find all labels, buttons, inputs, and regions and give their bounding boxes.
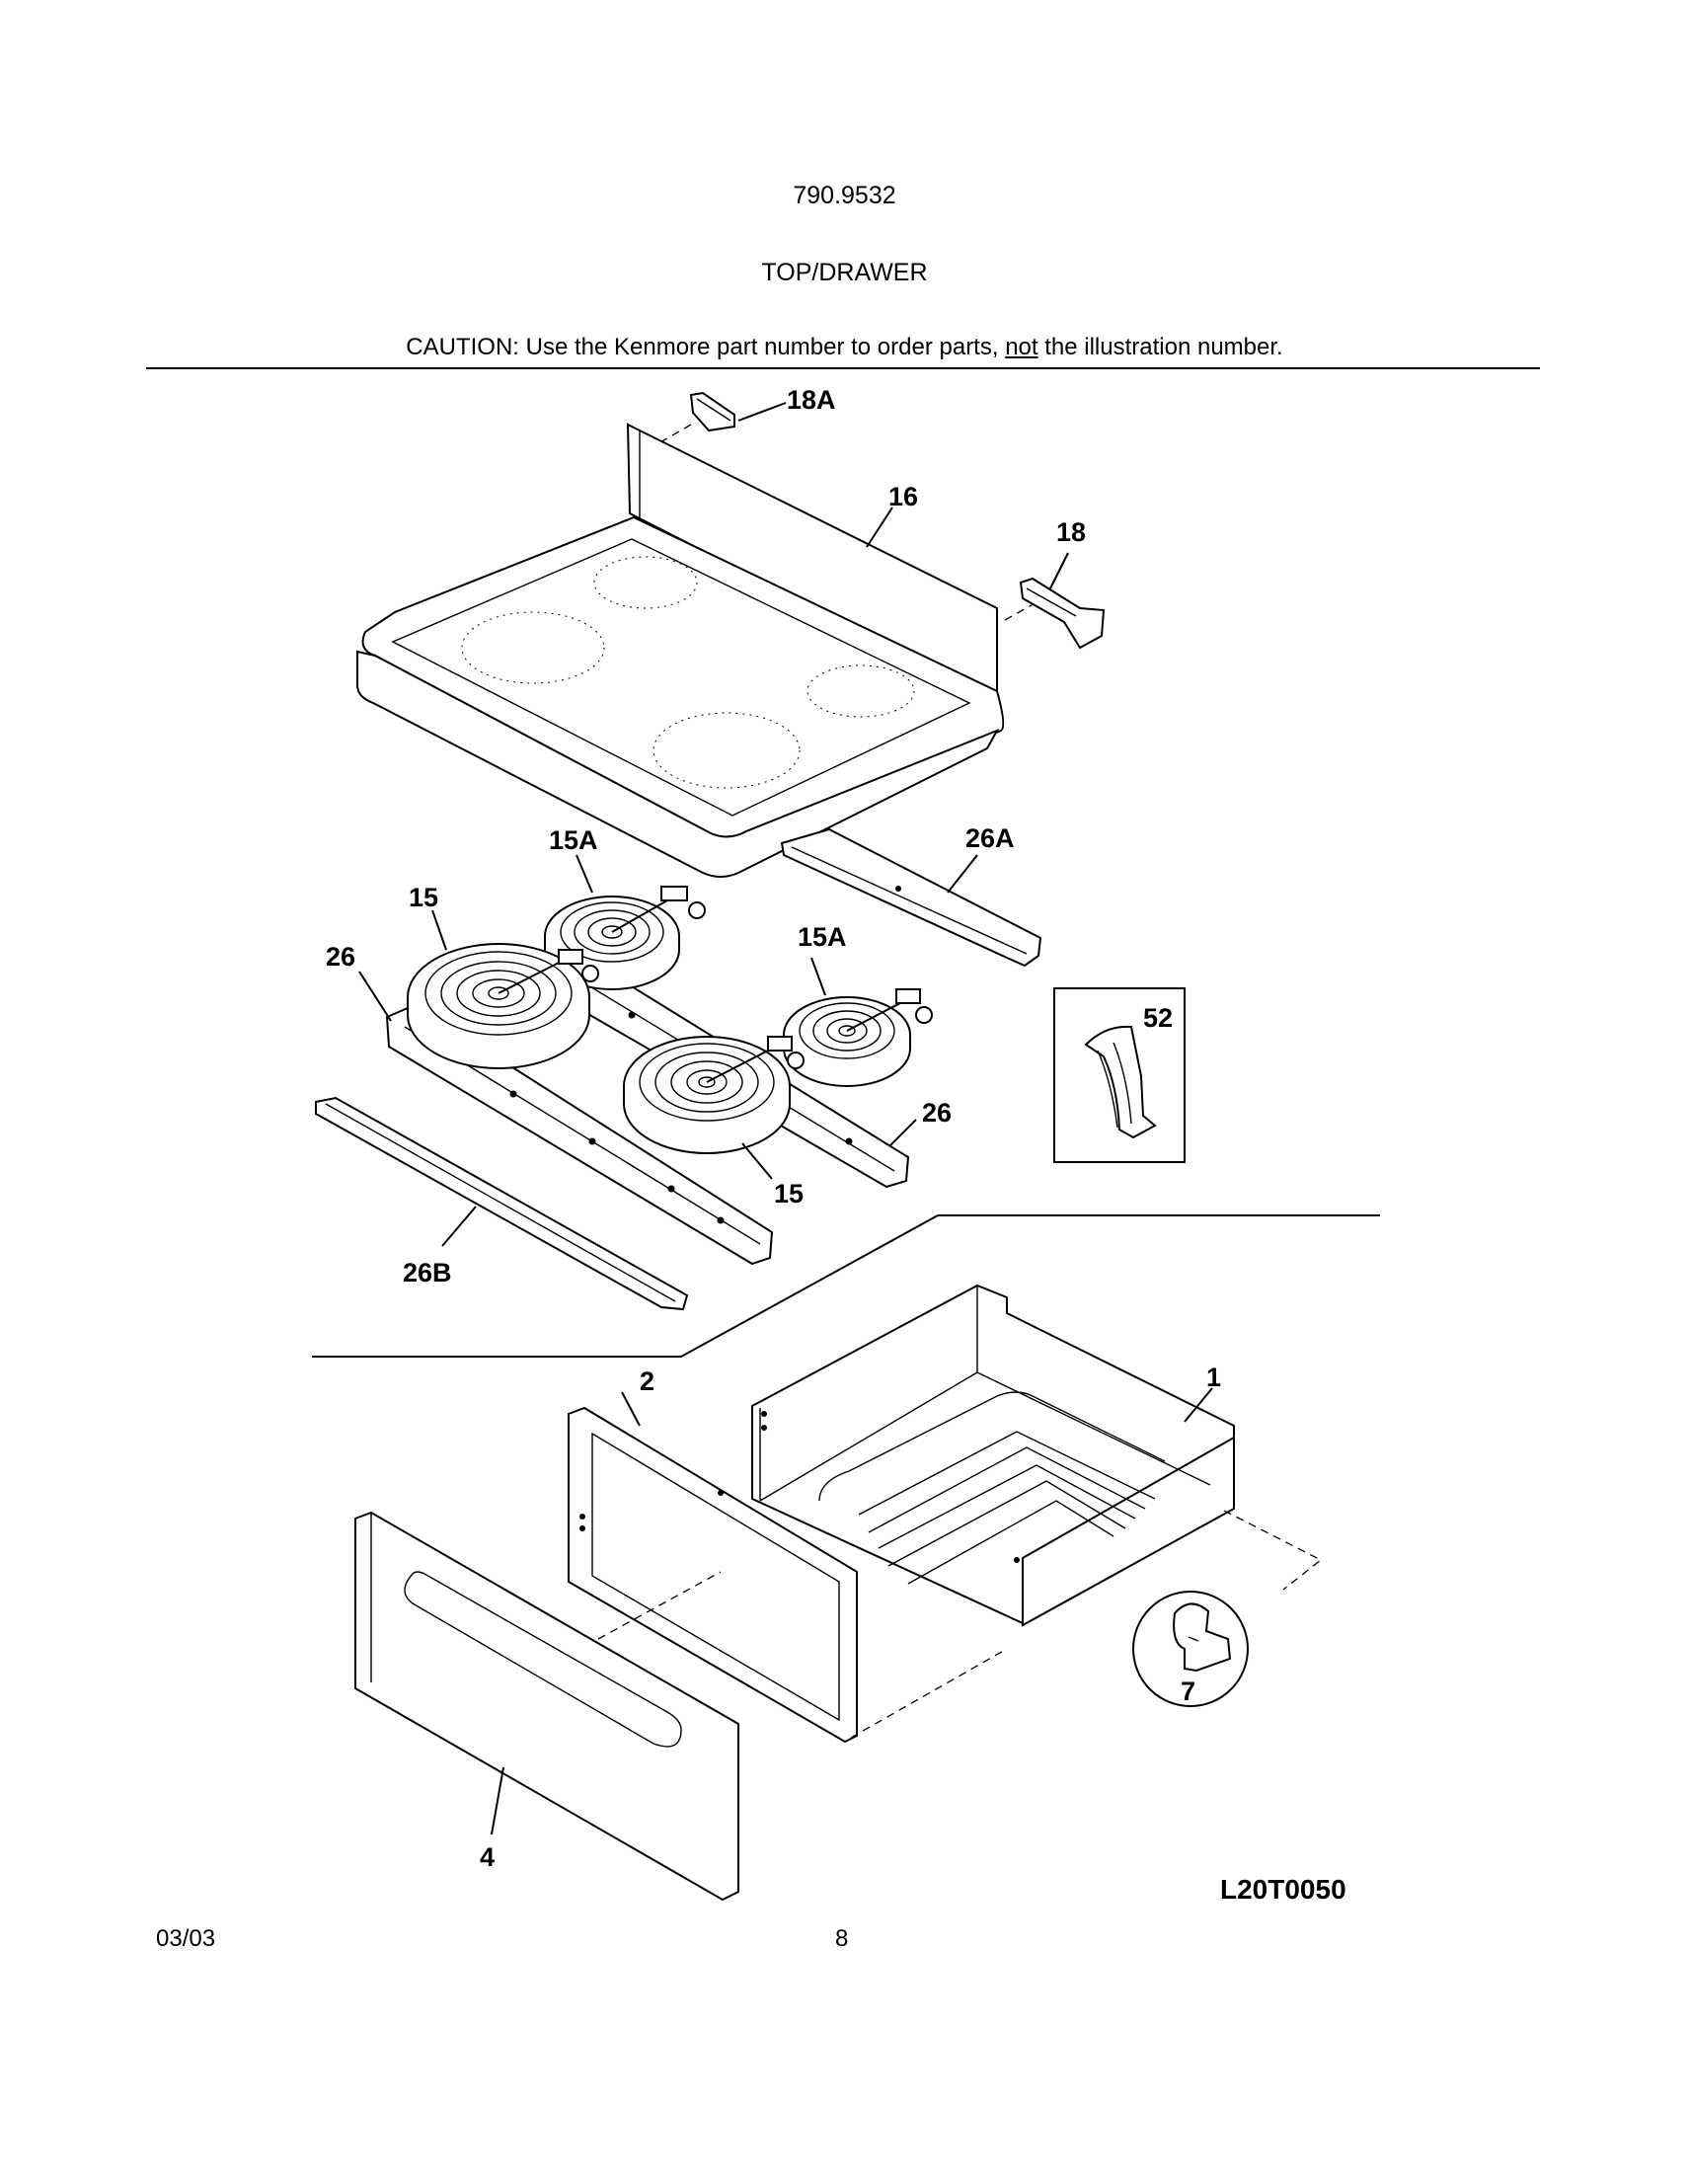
bracket-26b [315,1096,689,1311]
caution-note: CAUTION: Use the Kenmore part number to … [0,334,1689,361]
callout-2: 2 [640,1366,654,1396]
drawer-body-1 [751,1284,1323,1627]
model-number: 790.9532 [793,182,896,209]
page-number: 8 [835,1925,849,1952]
callout-1: 1 [1206,1363,1221,1392]
inset-52 [1053,987,1186,1163]
element-15-left [407,909,599,1069]
footer-date: 03/03 [156,1925,216,1952]
callout-7: 7 [1181,1677,1195,1706]
drawing-number: L20T0050 [1220,1874,1346,1905]
caution-emphasis: not [1005,334,1038,360]
cooktop-16 [356,423,1055,878]
section-title: TOP/DRAWER [761,259,928,286]
callout-4: 4 [480,1842,495,1872]
callout-18a: 18A [787,385,836,415]
separator-diagonal [312,1214,939,1358]
callout-26a: 26A [965,823,1015,853]
callout-26-left: 26 [326,942,355,972]
caution-text: CAUTION: Use the Kenmore part number to … [406,334,1006,360]
bracket-18 [1019,552,1106,650]
element-15-front [623,1036,805,1180]
callout-18: 18 [1056,517,1086,547]
callout-15a-right: 15A [798,922,847,952]
element-15a-right [783,957,933,1087]
header-rule [146,367,1540,369]
callout-15-front: 15 [774,1179,804,1209]
bracket-26a [780,827,1042,968]
callout-15-left: 15 [409,883,438,912]
bracket-18a [653,391,787,447]
callout-16: 16 [888,482,918,511]
callout-26-right: 26 [922,1098,952,1128]
caution-text-end: the illustration number. [1037,334,1283,360]
drawer-front-4 [354,1511,739,1902]
inset-7 [1132,1591,1249,1707]
drawer-liner-2 [568,1391,1008,1744]
callout-15a-rear: 15A [549,825,598,855]
callout-52: 52 [1143,1003,1173,1033]
callout-26b: 26B [403,1258,452,1287]
